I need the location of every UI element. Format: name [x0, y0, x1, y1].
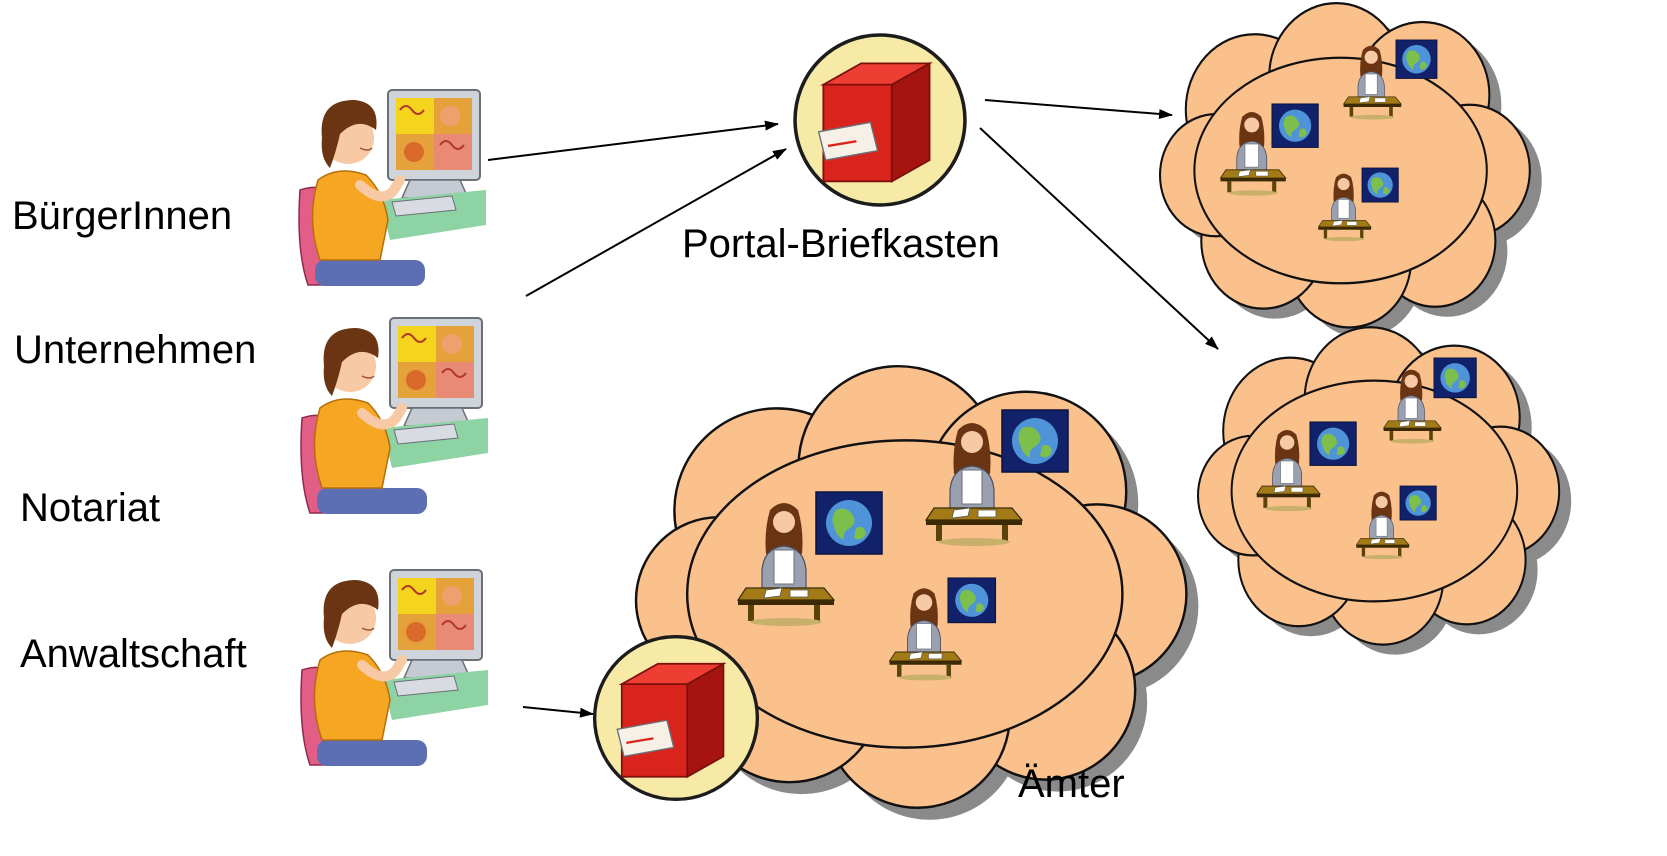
- globe-icon: [947, 577, 997, 624]
- user-at-computer-icon: [301, 318, 488, 514]
- arrow-anwalt-to-mailbox: [522, 706, 594, 718]
- amt-cloud-top: [1158, 2, 1542, 338]
- arrow-buerger-to-portal: [487, 120, 779, 161]
- globe-icon: [1433, 357, 1477, 399]
- mailbox-icon: [592, 634, 760, 802]
- amt-cloud-right: [1196, 326, 1572, 655]
- globe-icon: [1309, 421, 1357, 466]
- globe-icon: [1271, 103, 1319, 148]
- label-unternehmen: Unternehmen: [14, 328, 257, 372]
- label-anwaltschaft: Anwaltschaft: [20, 632, 247, 676]
- globe-icon: [1395, 39, 1438, 79]
- arrow-portal-to-amt-top: [984, 99, 1173, 119]
- label-aemter: Ämter: [1018, 762, 1125, 806]
- label-notariat: Notariat: [20, 486, 161, 530]
- arrow-unternehmen-to-portal: [525, 148, 787, 297]
- user-at-computer-icon: [299, 90, 486, 286]
- globe-icon: [1001, 409, 1069, 473]
- label-portal-briefkasten: Portal-Briefkasten: [682, 222, 1000, 266]
- globe-icon: [815, 491, 883, 555]
- label-buergerinnen: BürgerInnen: [12, 194, 233, 238]
- globe-icon: [1361, 167, 1399, 203]
- arrow-portal-to-amt-right: [979, 127, 1219, 350]
- user-at-computer-icon: [301, 570, 488, 766]
- mailbox-icon: [793, 33, 967, 207]
- globe-icon: [1399, 485, 1437, 521]
